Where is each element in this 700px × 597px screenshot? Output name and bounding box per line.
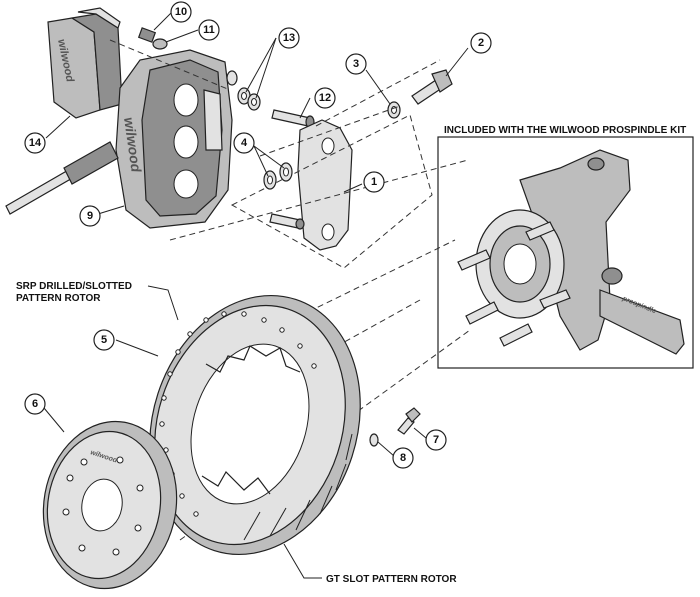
- callout-8: 8: [392, 447, 414, 469]
- rotor-washer: [369, 433, 379, 447]
- prospindle-assembly: prospindle: [457, 149, 685, 355]
- svg-text:10: 10: [175, 6, 187, 18]
- callout-14: 14: [24, 132, 46, 154]
- rotor-bolt: [397, 407, 421, 435]
- svg-text:8: 8: [400, 452, 406, 464]
- svg-text:13: 13: [283, 32, 295, 44]
- caliper-brand-text: wilwood: [121, 116, 145, 173]
- bridge-bolt: [137, 27, 168, 50]
- callout-7: 7: [425, 429, 447, 451]
- rotor-hat: wilwood: [42, 420, 178, 590]
- svg-text:14: 14: [29, 137, 42, 149]
- callout-3: 3: [345, 53, 367, 75]
- srp-rotor-label-line2: PATTERN ROTOR: [16, 293, 101, 304]
- srp-rotor-label-line1: SRP DRILLED/SLOTTED: [16, 281, 132, 292]
- callout-5: 5: [93, 329, 115, 351]
- svg-text:7: 7: [433, 434, 439, 446]
- caliper-pin: [5, 141, 119, 215]
- prospindle-inset-box: [437, 136, 694, 369]
- inset-title-label: INCLUDED WITH THE WILWOOD PROSPINDLE KIT: [444, 125, 686, 136]
- callout-4: 4: [233, 132, 255, 154]
- rotor-slots: [243, 433, 353, 541]
- callout-13: 13: [278, 27, 300, 49]
- caliper: wilwood: [115, 49, 233, 229]
- svg-text:5: 5: [101, 334, 107, 346]
- svg-text:9: 9: [87, 210, 93, 222]
- bracket-shims: [263, 162, 293, 190]
- svg-text:6: 6: [32, 398, 38, 410]
- callout-leaders: [43, 11, 469, 579]
- svg-text:11: 11: [203, 24, 215, 36]
- bracket-bolt: [411, 69, 453, 105]
- svg-text:2: 2: [478, 37, 484, 49]
- callout-11: 11: [198, 19, 220, 41]
- mounting-bracket: [269, 119, 353, 251]
- svg-text:4: 4: [241, 137, 248, 149]
- callout-9: 9: [79, 205, 101, 227]
- bracket-bolt-upper: [271, 109, 315, 129]
- svg-text:12: 12: [319, 92, 331, 104]
- callout-1: 1: [363, 171, 385, 193]
- bracket-assembly-outline: [230, 114, 433, 269]
- callout-2: 2: [470, 32, 492, 54]
- callout-10: 10: [170, 1, 192, 23]
- gt-rotor-label: GT SLOT PATTERN ROTOR: [326, 574, 457, 585]
- bracket-washer: [387, 101, 401, 119]
- svg-text:3: 3: [353, 58, 359, 70]
- rotor: [149, 294, 361, 556]
- brake-pads: wilwood: [47, 7, 123, 119]
- svg-text:1: 1: [371, 176, 377, 188]
- callout-12: 12: [314, 87, 336, 109]
- callout-6: 6: [24, 393, 46, 415]
- mounting-washers: [226, 70, 261, 111]
